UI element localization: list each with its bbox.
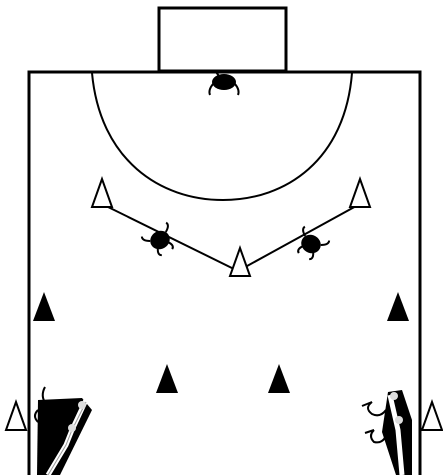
white-cone-icon	[350, 179, 370, 207]
white-cone-icon	[422, 402, 442, 430]
attacker-left-icon	[35, 387, 92, 475]
black-cone-icon	[156, 364, 178, 393]
goal	[159, 8, 286, 71]
black-cone-icon	[268, 364, 290, 393]
defender-left-icon	[141, 222, 179, 259]
goalkeeper-icon	[209, 72, 238, 95]
attacker-right-icon	[362, 390, 412, 475]
black-cone-icon	[387, 292, 409, 321]
white-cone-icon	[92, 179, 112, 207]
crease-arc	[92, 73, 352, 200]
black-cone-icon	[33, 292, 55, 321]
white-cone-icon	[6, 402, 26, 430]
white-cone-icon	[230, 248, 250, 276]
